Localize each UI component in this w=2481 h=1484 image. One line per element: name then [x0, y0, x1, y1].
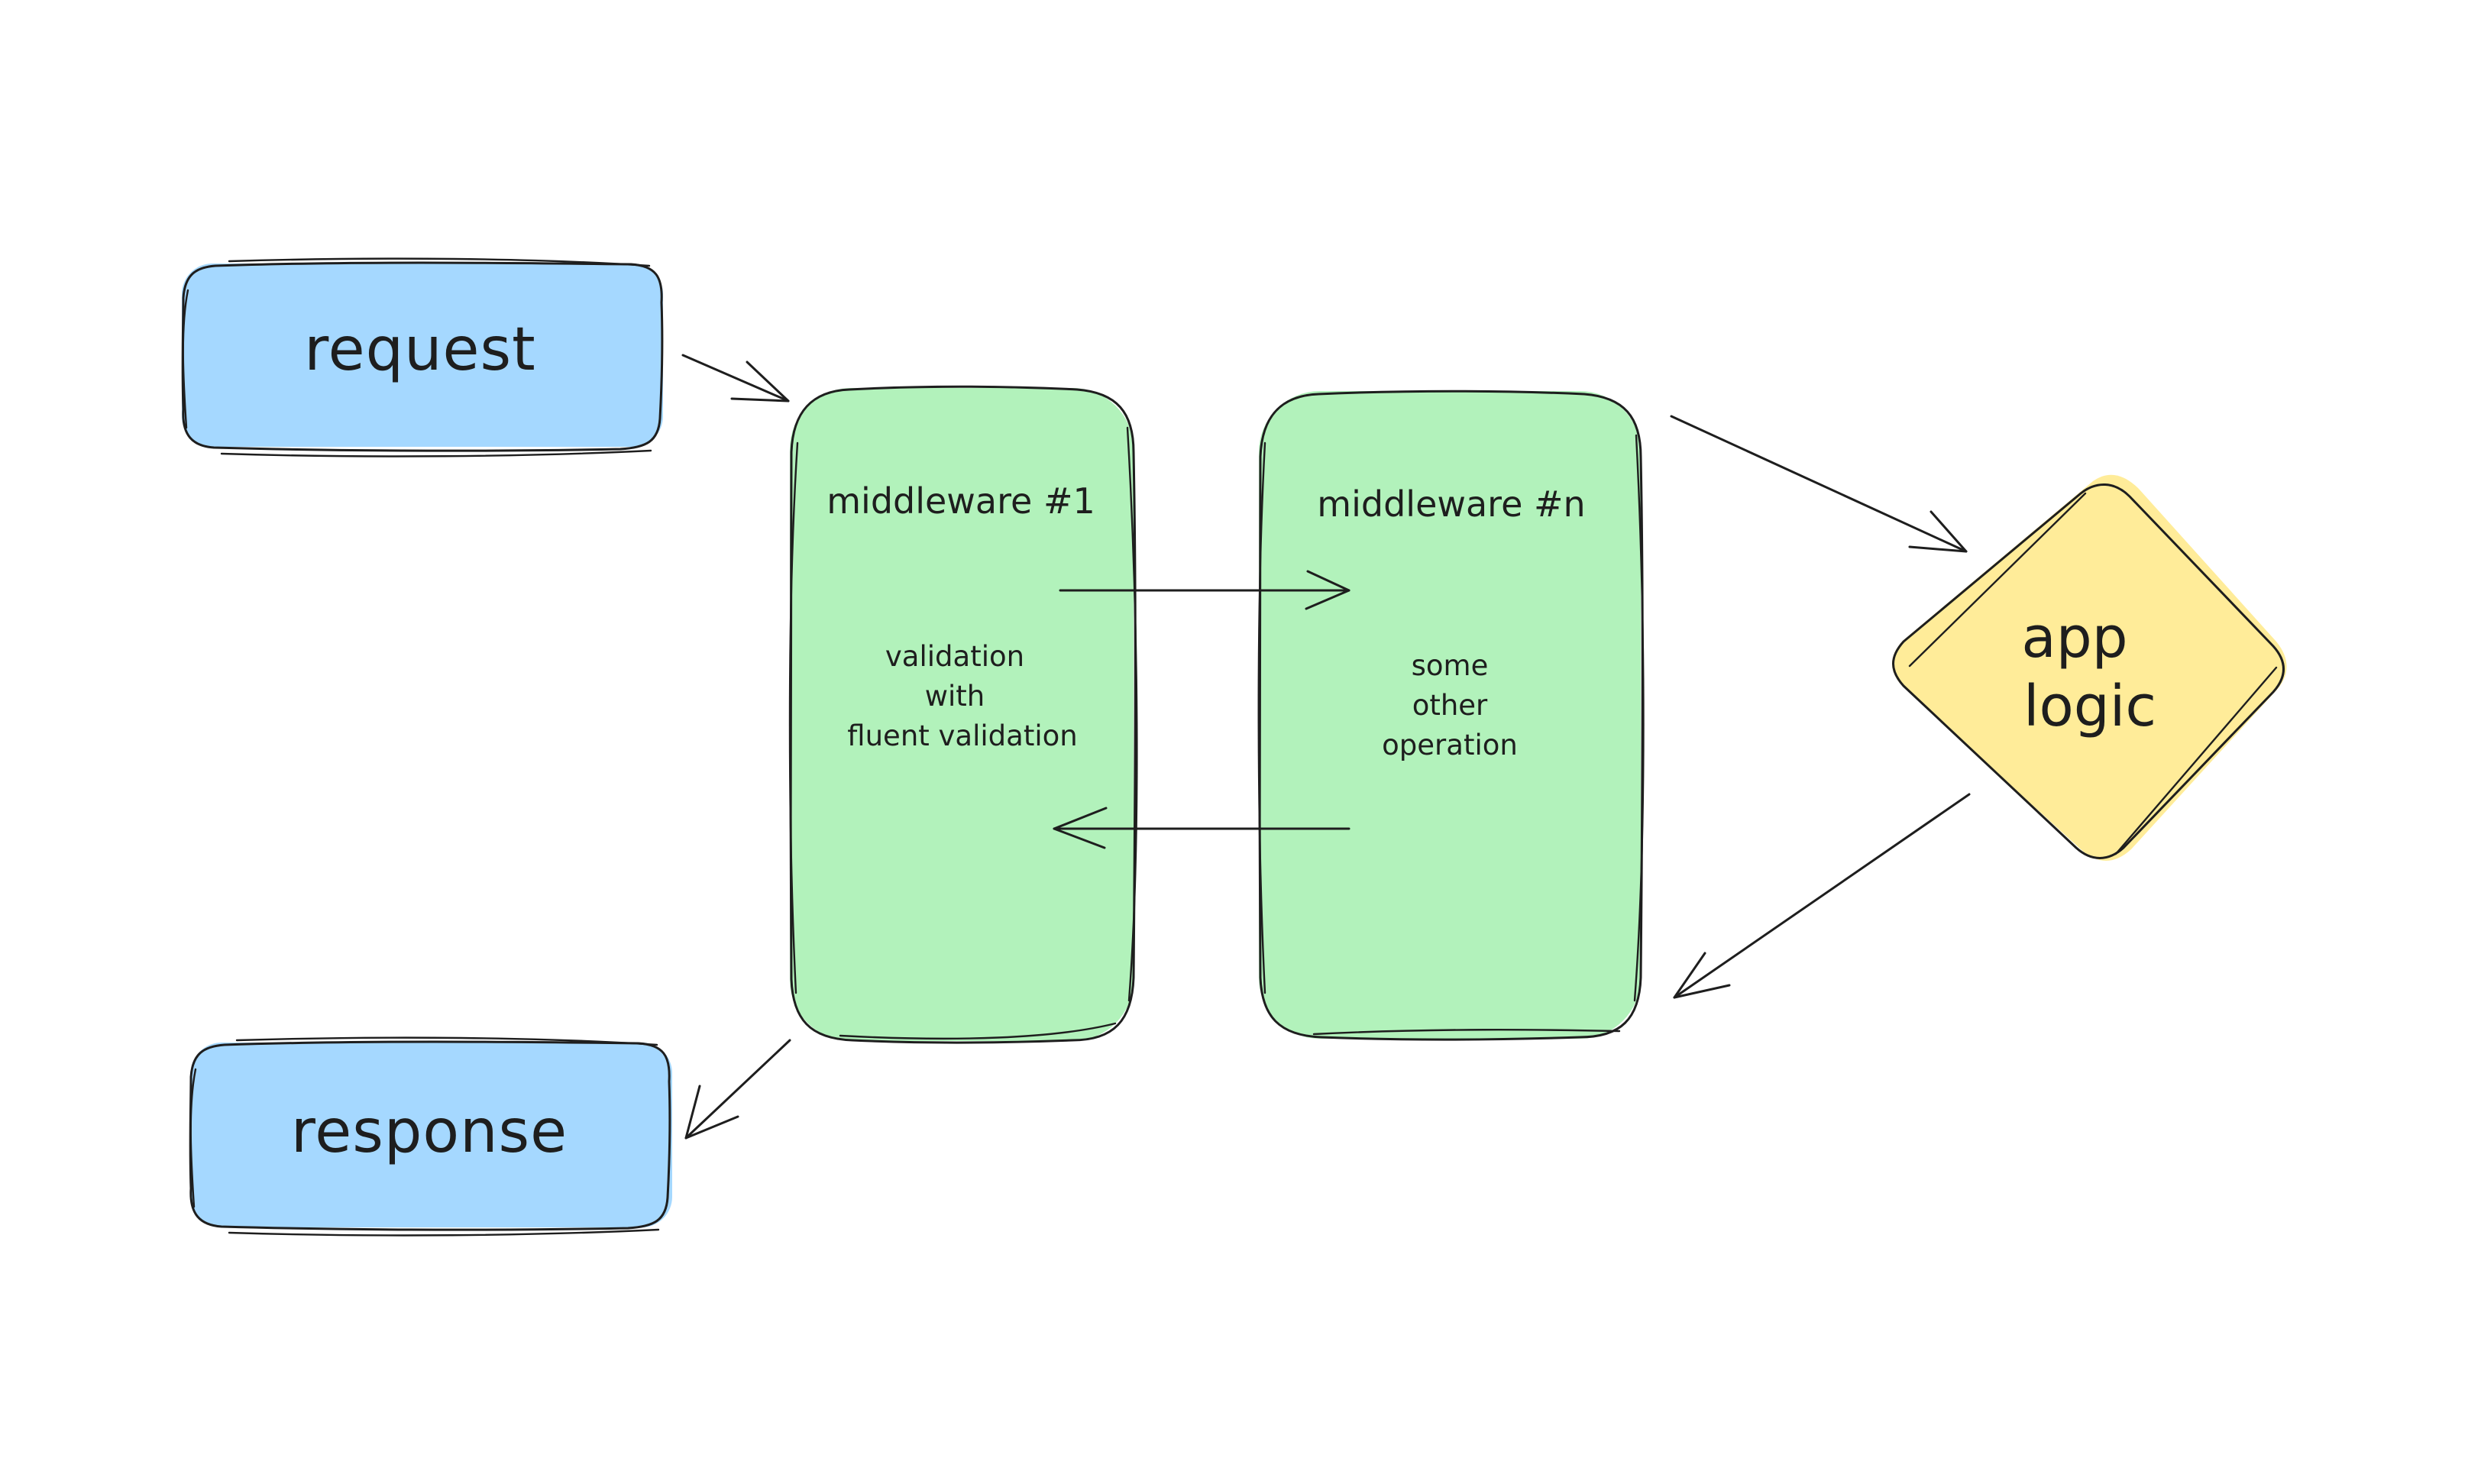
middleware-1-title: middleware #1 [826, 480, 1095, 522]
request-outline-sketch [182, 257, 652, 457]
middleware-n-outline [1258, 390, 1644, 1041]
response-label: response [291, 1098, 568, 1166]
middleware-n-line-1: some [1412, 649, 1489, 682]
middleware-n-title: middleware #n [1317, 483, 1585, 525]
request-box [182, 263, 663, 447]
arrow-app-logic-to-middleware-n [1673, 793, 1971, 999]
middleware-n-outline-sketch [1257, 434, 1645, 1036]
app-logic-node[interactable]: app logic [1892, 474, 2287, 861]
middleware-n-box [1259, 391, 1641, 1039]
app-logic-line-2: logic [2023, 674, 2156, 739]
arrow-request-to-middleware-1 [681, 354, 790, 403]
request-label: request [304, 315, 536, 384]
middleware-1-outline-sketch [788, 426, 1138, 1040]
middleware-n-node[interactable]: middleware #n some other operation [1257, 390, 1645, 1041]
arrow-middleware-1-to-middleware-n [1059, 570, 1350, 610]
middleware-1-line-1: validation [885, 640, 1024, 673]
app-logic-diamond [1892, 474, 2287, 861]
middleware-n-line-3: operation [1382, 729, 1518, 761]
response-node[interactable]: response [189, 1036, 672, 1237]
arrow-middleware-n-to-middleware-1 [1053, 807, 1350, 849]
app-logic-outline-sketch [1908, 492, 2278, 855]
middleware-1-box [790, 388, 1134, 1041]
middleware-n-line-2: other [1412, 689, 1488, 722]
response-outline-sketch [189, 1036, 660, 1237]
app-logic-outline [1892, 483, 2285, 859]
arrow-middleware-1-to-response [684, 1039, 791, 1140]
response-box [191, 1043, 672, 1227]
arrow-middleware-n-to-app-logic [1670, 415, 1968, 553]
request-node[interactable]: request [181, 257, 664, 457]
middleware-1-line-2: with [925, 680, 985, 713]
middleware-1-line-3: fluent validation [847, 719, 1077, 752]
middleware-1-node[interactable]: middleware #1 validation with fluent val… [788, 385, 1138, 1044]
app-logic-line-1: app [2021, 605, 2127, 671]
